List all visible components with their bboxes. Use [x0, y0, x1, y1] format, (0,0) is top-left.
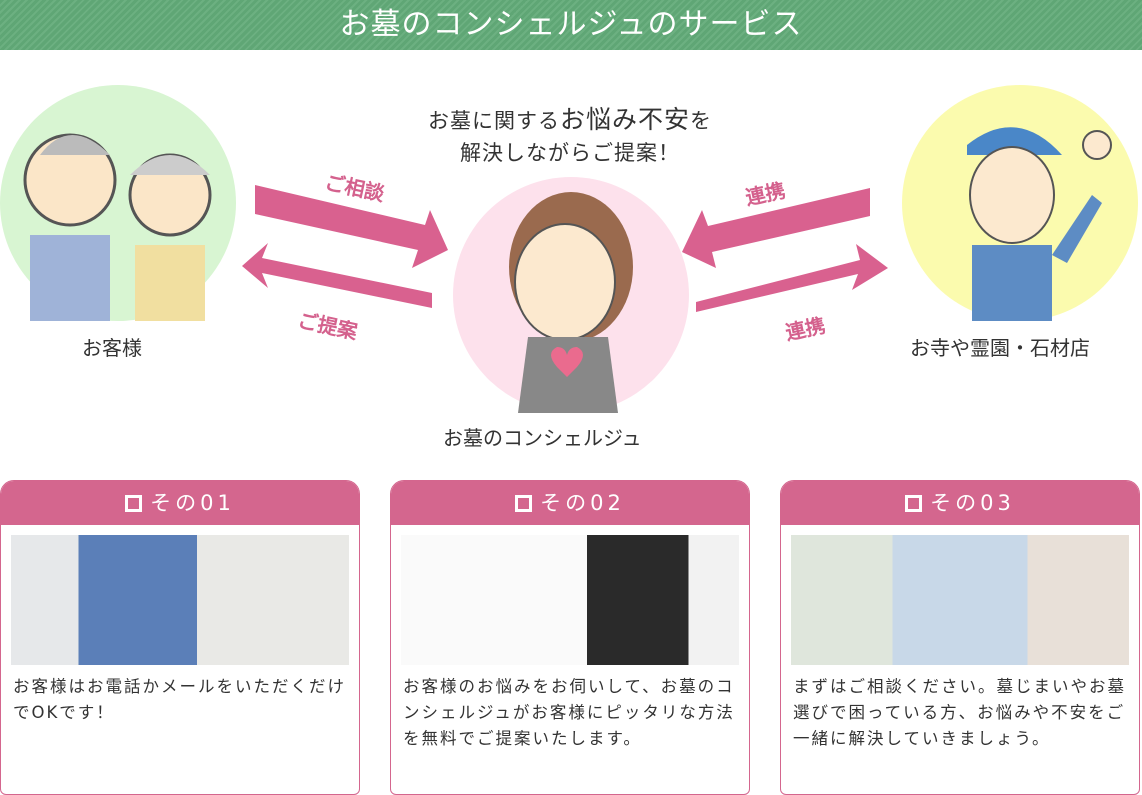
photo-two-women	[791, 535, 1129, 665]
concierge-label: お墓のコンシェルジュ	[443, 426, 642, 450]
customer-illustration	[0, 85, 236, 321]
checkbox-icon	[125, 495, 143, 512]
lead-text: お墓に関するお悩み不安を 解決しながらご提案！	[370, 104, 770, 169]
customer-label: お客様	[82, 336, 142, 360]
checkbox-icon	[905, 495, 923, 512]
temple-label: お寺や霊園・石材店	[910, 336, 1090, 360]
section-banner: お墓のコンシェルジュのサービス	[0, 0, 1142, 50]
card-text: お客様はお電話かメールをいただくだけでOKです！	[13, 677, 346, 722]
photo-woman-laptop	[401, 535, 739, 665]
lead-line2: 解決しながらご提案！	[460, 141, 680, 165]
temple-illustration	[902, 85, 1138, 321]
lead-post: を	[690, 109, 712, 133]
card-title: その02	[540, 491, 625, 515]
photo-woman-phone	[11, 535, 349, 665]
service-card-3: その03 まずはご相談ください。墓じまいやお墓選びで困っている方、お悩みや不安を…	[780, 480, 1140, 795]
elderly-couple-icon	[23, 133, 212, 321]
arrow-consult	[255, 185, 448, 268]
lead-pre: お墓に関する	[427, 109, 560, 133]
card-text: まずはご相談ください。墓じまいやお墓選びで困っている方、お悩みや不安をご一緒に解…	[793, 677, 1126, 748]
concierge-illustration	[453, 177, 689, 413]
card-title: その03	[930, 491, 1015, 515]
card-header: その02	[391, 481, 749, 525]
card-header: その03	[781, 481, 1139, 525]
worker-man-icon	[967, 127, 1112, 321]
service-card-1: その01 お客様はお電話かメールをいただくだけでOKです！	[0, 480, 360, 795]
checkbox-icon	[515, 495, 533, 512]
flow-arrows	[242, 185, 888, 312]
concierge-woman-icon	[509, 192, 633, 413]
arrow-link-bottom	[696, 244, 888, 312]
service-card-2: その02 お客様のお悩みをお伺いして、お墓のコンシェルジュがお客様にピッタリな方…	[390, 480, 750, 795]
lead-emphasis: お悩み不安	[559, 105, 690, 134]
arrow-link-top	[682, 188, 870, 268]
card-header: その01	[1, 481, 359, 525]
arrow-propose	[242, 243, 432, 308]
card-title: その01	[150, 491, 235, 515]
card-text: お客様のお悩みをお伺いして、お墓のコンシェルジュがお客様にピッタリな方法を無料で…	[403, 677, 735, 748]
